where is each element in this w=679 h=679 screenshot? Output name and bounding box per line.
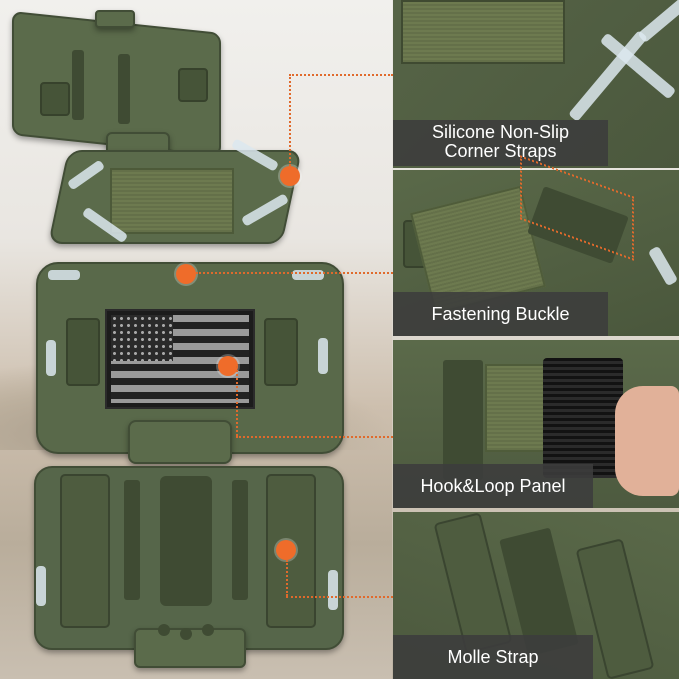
callout-line-molle-h [286, 596, 393, 598]
callout-dot-molle [276, 540, 296, 560]
callout-line-buckle [196, 272, 393, 274]
callout-dot-hook-loop [218, 356, 238, 376]
label-fastening-buckle: Fastening Buckle [393, 292, 608, 336]
callout-dot-straps [280, 166, 300, 186]
callout-line-straps-h [289, 74, 393, 76]
label-corner-straps-line2: Corner Straps [444, 141, 557, 161]
label-corner-straps-line1: Silicone Non-Slip [431, 122, 570, 142]
label-molle-strap: Molle Strap [393, 635, 593, 679]
label-fastening-buckle-text: Fastening Buckle [431, 304, 570, 324]
callout-line-molle-v [286, 560, 288, 596]
callout-dot-buckle [176, 264, 196, 284]
label-hook-loop: Hook&Loop Panel [393, 464, 593, 508]
callout-line-straps-v [289, 74, 291, 166]
callout-line-hook-loop-v [236, 366, 238, 436]
callout-line-hook-loop-h [236, 436, 393, 438]
label-corner-straps: Silicone Non-Slip Corner Straps [393, 120, 608, 166]
label-hook-loop-text: Hook&Loop Panel [420, 476, 566, 496]
label-molle-strap-text: Molle Strap [447, 647, 539, 667]
